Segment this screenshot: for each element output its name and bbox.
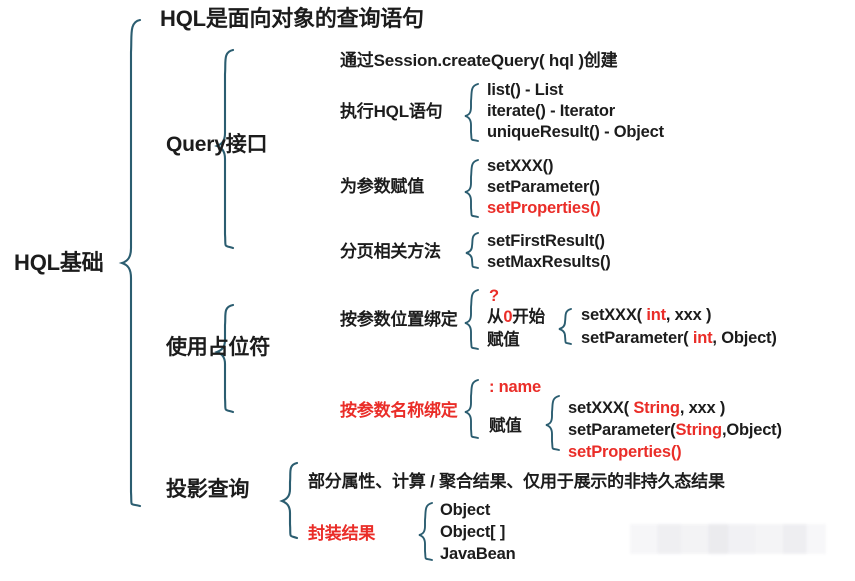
assign-method-2: setParameter() [487, 179, 600, 196]
wrap-item-3: JavaBean [440, 545, 516, 563]
branch-placeholder: 使用占位符 [166, 337, 270, 358]
brace-wrap-results [418, 502, 433, 561]
by-position-note-mark: 0 [503, 308, 513, 326]
projection-description-label: 部分属性、计算 / 聚合结果、仅用于展示的非持久态结果 [308, 472, 725, 491]
by-name-method-2-prefix: setParameter( [568, 421, 676, 439]
execute-method-2: iterate() - Iterator [487, 103, 615, 120]
paging-method-1: setFirstResult() [487, 233, 605, 250]
create-label: 通过Session.createQuery( hql )创建 [340, 51, 618, 70]
by-name-label: 按参数名称绑定 [340, 401, 458, 420]
by-position-note-suffix: 开始 [512, 308, 545, 326]
query-label: Query接口 [166, 133, 268, 156]
headline-label: HQL是面向对象的查询语句 [160, 6, 424, 31]
paging-label: 分页相关方法 [340, 242, 441, 261]
by-name-method-1-prefix: setXXX( [568, 399, 634, 417]
assign-method-1-label: setXXX() [487, 157, 554, 175]
by-position-note-line1: 从0开始 [487, 309, 545, 326]
by-name-method-2-type: String [675, 421, 722, 439]
execute-label: 执行HQL语句 [340, 102, 443, 121]
assign-label: 为参数赋值 [340, 177, 424, 196]
root-node: HQL基础 [14, 250, 104, 275]
blurred-watermark [630, 524, 826, 554]
branch-headline: HQL是面向对象的查询语句 [160, 8, 424, 30]
paging-method-1-label: setFirstResult() [487, 232, 605, 250]
placeholder-label: 使用占位符 [166, 336, 270, 359]
by-position-method-2-type: int [692, 329, 713, 347]
execute-method-3-label: uniqueResult() - Object [487, 123, 664, 141]
by-position-method-2-prefix: setParameter( [581, 329, 693, 347]
query-item-assign: 为参数赋值 [340, 178, 424, 195]
by-position-method-1-type: int [646, 306, 666, 324]
execute-method-1: list() - List [487, 82, 563, 99]
placeholder-by-name: 按参数名称绑定 [340, 402, 458, 419]
wrap-item-1: Object [440, 502, 490, 519]
brace-assign-methods [464, 159, 479, 218]
brace-projection [279, 461, 299, 540]
brace-root [118, 18, 142, 508]
by-name-method-1: setXXX( String, xxx ) [568, 400, 725, 417]
by-name-method-1-suffix: , xxx ) [679, 399, 726, 417]
projection-wrap: 封装结果 [308, 525, 375, 542]
by-name-method-2: setParameter(String,Object) [568, 422, 782, 439]
brace-by-name-methods [545, 395, 560, 451]
wrap-item-3-label: JavaBean [440, 545, 516, 563]
by-name-method-3: setProperties() [568, 443, 682, 461]
by-name-marker: : name [489, 379, 541, 396]
branch-projection: 投影查询 [166, 479, 249, 500]
execute-method-1-label: list() - List [487, 81, 564, 99]
by-position-note-line2-label: 赋值 [487, 331, 520, 349]
by-position-method-2-suffix: , Object) [712, 329, 777, 347]
by-name-method-3-label: setProperties() [568, 443, 682, 461]
brace-paging-methods [465, 232, 479, 269]
brace-by-position [464, 289, 479, 350]
by-position-method-1: setXXX( int, xxx ) [581, 307, 711, 324]
query-item-create: 通过Session.createQuery( hql )创建 [340, 51, 618, 70]
by-position-note-prefix: 从 [487, 308, 504, 326]
by-name-method-2-suffix: ,Object) [721, 421, 782, 439]
query-item-execute: 执行HQL语句 [340, 102, 443, 121]
by-position-marker-label: ? [489, 287, 499, 305]
brace-execute-methods [464, 83, 479, 142]
by-name-method-1-type: String [633, 399, 680, 417]
by-position-method-1-prefix: setXXX( [581, 306, 647, 324]
root-label: HQL基础 [14, 250, 104, 275]
projection-label: 投影查询 [166, 478, 250, 501]
by-name-note: 赋值 [489, 418, 522, 435]
assign-method-2-label: setParameter() [487, 178, 600, 196]
by-position-label: 按参数位置绑定 [340, 310, 458, 329]
by-position-note-line2: 赋值 [487, 332, 520, 349]
placeholder-by-position: 按参数位置绑定 [340, 311, 458, 328]
wrap-item-2-label: Object[ ] [440, 523, 506, 541]
projection-description: 部分属性、计算 / 聚合结果、仅用于展示的非持久态结果 [308, 473, 725, 490]
branch-query: Query接口 [166, 134, 267, 155]
wrap-item-2: Object[ ] [440, 524, 505, 541]
by-name-marker-label: : name [489, 378, 541, 396]
execute-method-3: uniqueResult() - Object [487, 124, 664, 141]
paging-method-2-label: setMaxResults() [487, 253, 611, 271]
projection-wrap-label: 封装结果 [308, 524, 376, 543]
query-item-paging: 分页相关方法 [340, 243, 441, 260]
by-name-note-label: 赋值 [489, 417, 522, 435]
by-position-method-1-suffix: , xxx ) [665, 306, 712, 324]
brace-by-name [464, 379, 479, 439]
paging-method-2: setMaxResults() [487, 254, 611, 271]
assign-method-1: setXXX() [487, 158, 553, 175]
brace-by-position-methods [558, 308, 572, 345]
assign-method-3-label: setProperties() [487, 199, 601, 217]
wrap-item-1-label: Object [440, 501, 491, 519]
assign-method-3: setProperties() [487, 199, 601, 217]
execute-method-2-label: iterate() - Iterator [487, 102, 616, 120]
by-position-method-2: setParameter( int, Object) [581, 330, 777, 347]
by-position-marker: ? [489, 288, 499, 305]
